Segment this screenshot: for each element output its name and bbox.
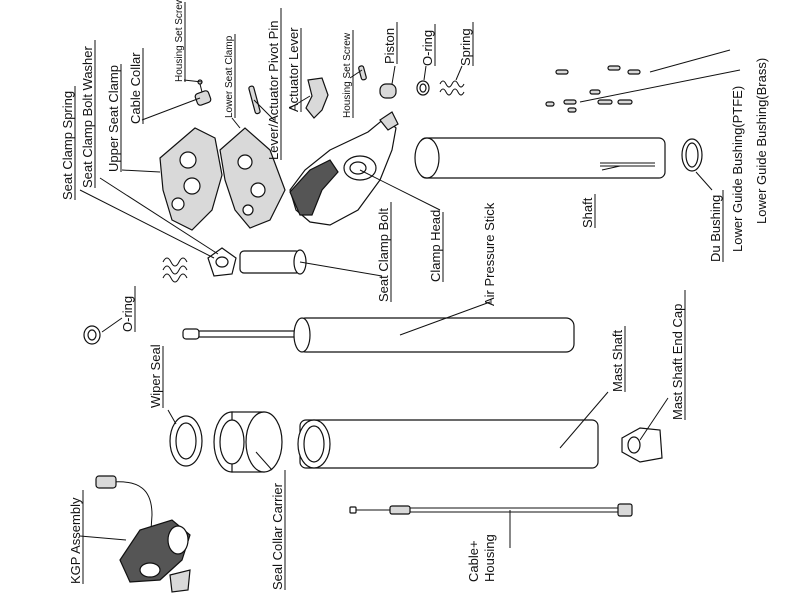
label-du-bushing: Du Bushing [708, 195, 723, 262]
label-lower-guide-bushing-brass: Lower Guide Bushing(Brass) [754, 58, 769, 224]
wiper-seal-part [169, 415, 203, 467]
label-seat-clamp-bolt-washer: Seat Clamp Bolt Washer [80, 45, 95, 188]
label-o-ring-left: O-ring [120, 296, 135, 332]
du-bushing-part [681, 138, 703, 172]
clamp-head-part [289, 111, 399, 226]
o-ring-left-part [83, 325, 101, 345]
label-lower-guide-bushing-ptfe: Lower Guide Bushing(PTFE) [730, 86, 745, 252]
seat-clamp-bolt-part [239, 249, 307, 275]
kgp-assembly-part [95, 475, 191, 593]
label-lower-seat-clamp: Lower Seat Clamp [224, 35, 235, 118]
label-spring: Spring [458, 28, 473, 66]
label-housing-set-screw-left: Housing Set Screw [174, 0, 185, 82]
label-lever-actuator-pivot-pin: Lever/Actuator Pivot Pin [266, 21, 281, 160]
label-seat-clamp-spring: Seat Clamp Spring [60, 91, 75, 200]
seal-collar-carrier-part [213, 411, 283, 473]
shaft-part [414, 137, 666, 179]
label-mast-shaft: Mast Shaft [610, 329, 625, 392]
mast-shaft-end-cap-part [621, 427, 663, 463]
lower-seat-clamp-part [219, 127, 286, 229]
air-pressure-stick-part [182, 317, 575, 353]
cable-housing-part [349, 503, 633, 517]
label-o-ring-top: O-ring [420, 30, 435, 66]
upper-seat-clamp-part [159, 127, 223, 231]
o-ring-top-part [416, 80, 430, 96]
piston-part [379, 83, 397, 99]
guide-bushing-pins [545, 65, 641, 113]
label-underlines [74, 2, 724, 590]
label-upper-seat-clamp: Upper Seat Clamp [106, 65, 121, 172]
label-seat-clamp-bolt: Seat Clamp Bolt [376, 208, 391, 302]
label-cable-housing-line2: Housing [482, 534, 497, 582]
label-kgp-assembly: KGP Assembly [68, 497, 83, 584]
mast-shaft-part [297, 419, 599, 469]
label-shaft: Shaft [580, 197, 595, 228]
label-housing-set-screw-right: Housing Set Screw [342, 32, 353, 118]
seat-clamp-bolt-washer-part [207, 247, 237, 277]
actuator-lever-part [305, 77, 329, 119]
cable-collar-part [194, 79, 212, 106]
label-cable-housing-line1: Cable+ [466, 540, 481, 582]
label-air-pressure-stick: Air Pressure Stick [482, 202, 497, 306]
spring-top-part [439, 80, 465, 96]
label-mast-shaft-end-cap: Mast Shaft End Cap [670, 304, 685, 420]
label-piston: Piston [382, 28, 397, 64]
label-wiper-seal: Wiper Seal [148, 344, 163, 408]
label-clamp-head: Clamp Head [428, 210, 443, 282]
housing-set-screw-part [358, 65, 367, 81]
label-actuator-lever: Actuator Lever [286, 27, 301, 112]
leader-lines [79, 49, 741, 548]
label-cable-collar: Cable Collar [128, 52, 143, 124]
label-seal-collar-carrier: Seal Collar Carrier [270, 482, 285, 590]
seat-clamp-spring-part [162, 257, 188, 283]
